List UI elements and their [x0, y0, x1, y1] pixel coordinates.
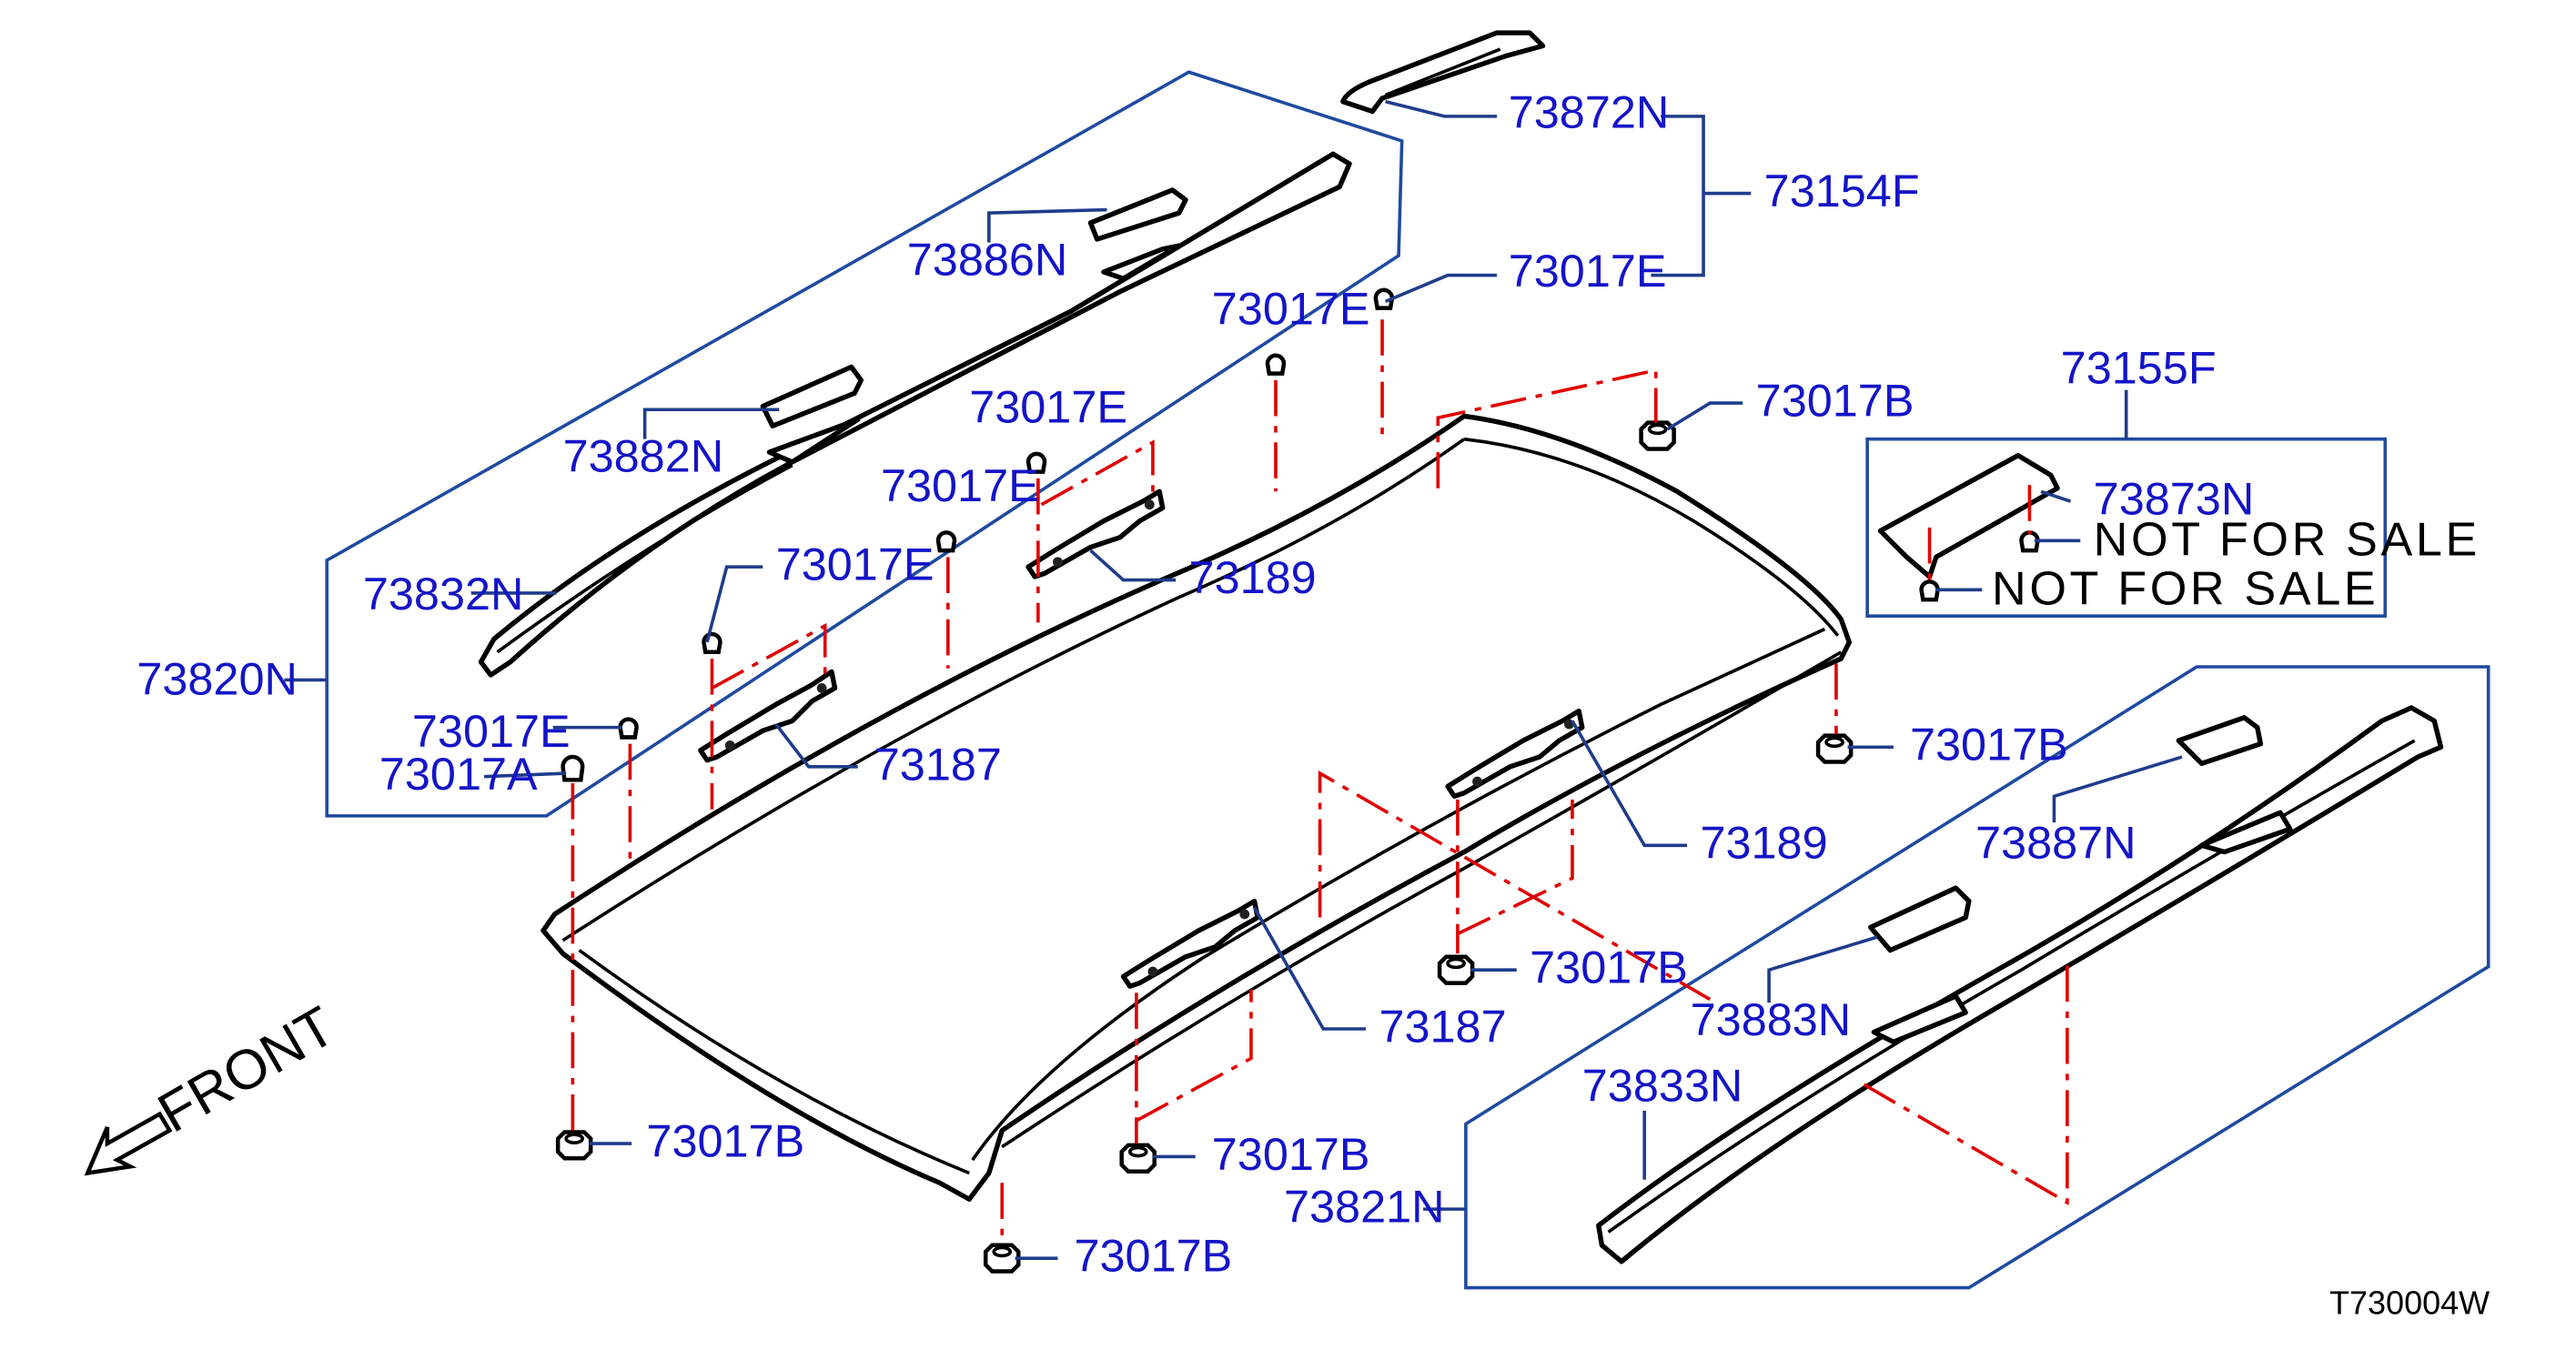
label-73187-a: 73187 [874, 738, 1002, 790]
cover-73872N [1340, 30, 1546, 115]
roof-rail-73833N [1596, 705, 2444, 1264]
label-73017B-c: 73017B [1530, 942, 1688, 993]
label-73882N: 73882N [563, 430, 724, 482]
label-73017E-a: 73017E [1212, 283, 1370, 335]
not-for-sale-2: NOT FOR SALE [1992, 563, 2379, 616]
label-73189-a: 73189 [1189, 551, 1317, 603]
label-73017B-b: 73017B [1910, 719, 2068, 771]
label-73821N: 73821N [1284, 1181, 1445, 1233]
nut-icon-group [555, 420, 1854, 1274]
label-73017E-c: 73017E [881, 459, 1039, 511]
label-73187-b: 73187 [1379, 1000, 1506, 1052]
front-label: FRONT [147, 994, 345, 1143]
label-73017B-a: 73017B [1756, 374, 1914, 426]
clip-icon-group [561, 287, 2040, 782]
label-73832N: 73832N [363, 568, 524, 620]
cover-73873N [1877, 452, 2060, 579]
label-73872N: 73872N [1509, 86, 1670, 137]
label-73833N: 73833N [1582, 1059, 1743, 1111]
assembly-centerlines [571, 319, 2069, 1245]
front-arrow-icon [84, 1111, 173, 1176]
label-73820N: 73820N [136, 653, 298, 705]
label-73189-b: 73189 [1700, 817, 1827, 869]
label-73017E-b: 73017E [969, 381, 1127, 433]
bracket-73187-b [1120, 898, 1260, 989]
drawing-code: T730004W [2329, 1284, 2490, 1321]
label-73017B-e: 73017B [1212, 1128, 1370, 1180]
roof-panel [540, 413, 1853, 1203]
bracket-73187-a [698, 669, 838, 763]
label-73887N: 73887N [1975, 817, 2137, 869]
label-73154F: 73154F [1764, 165, 1920, 217]
label-73017A: 73017A [379, 748, 538, 800]
bracket-73189-b [1445, 708, 1585, 799]
label-73017B-f: 73017B [1074, 1230, 1232, 1282]
label-73017E-e: 73017E [412, 705, 571, 757]
bracket-73189-a [1025, 489, 1166, 579]
roof-rail-73832N [478, 151, 1352, 678]
label-73017B-d: 73017B [646, 1114, 804, 1166]
group-box-73820N [325, 70, 1404, 818]
label-73886N: 73886N [907, 234, 1068, 286]
group-box-73821N [1464, 665, 2490, 1290]
label-73873N: 73873N [2094, 473, 2255, 525]
label-73017E-d: 73017E [776, 539, 934, 590]
label-73017E-top: 73017E [1509, 245, 1667, 297]
label-73883N: 73883N [1691, 993, 1852, 1045]
not-for-sale-1: NOT FOR SALE [2094, 514, 2480, 567]
leader-lines [470, 99, 2183, 1260]
label-73155F: 73155F [2061, 341, 2217, 393]
